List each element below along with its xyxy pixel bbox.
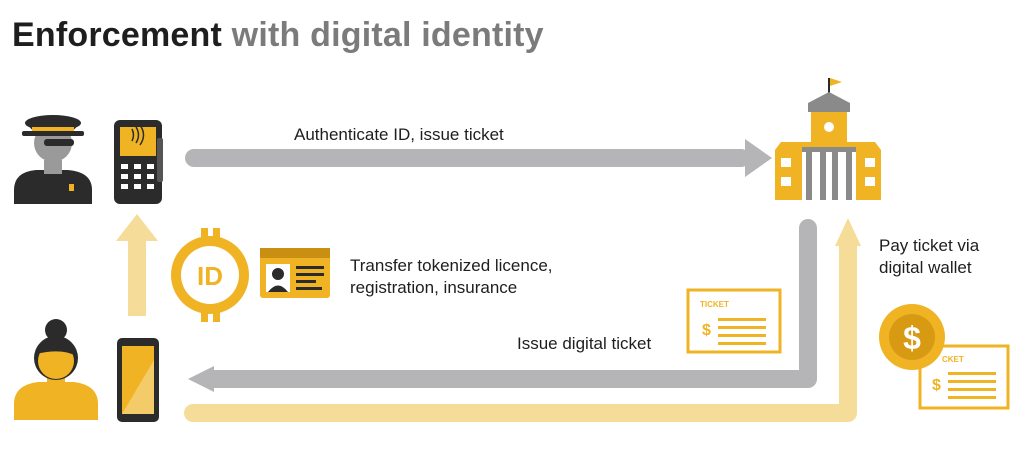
paid-ticket-currency: $ — [932, 377, 941, 394]
paid-ticket-word: CKET — [942, 355, 964, 364]
page-title: Enforcement with digital identity — [12, 16, 544, 55]
pay-ticket-arrow — [184, 218, 861, 422]
pay-ticket-label: Pay ticket via digital wallet — [879, 235, 979, 279]
issue-ticket-label: Issue digital ticket — [517, 334, 652, 353]
id-token-icon: ID — [171, 228, 249, 322]
issue-ticket-arrow — [188, 219, 817, 392]
dollar-coin-text: $ — [903, 320, 921, 356]
dollar-coin-icon: $ — [879, 304, 945, 370]
id-token-text: ID — [197, 261, 223, 291]
payment-terminal-icon — [114, 120, 163, 204]
ticket-word: TICKET — [700, 300, 729, 309]
officer-icon — [14, 115, 92, 204]
title-rest: with digital identity — [222, 16, 544, 54]
citizen-to-officer-arrow — [116, 214, 158, 316]
pay-ticket-label-line2: digital wallet — [879, 258, 972, 277]
transfer-label: Transfer tokenized licence, registration… — [350, 255, 553, 299]
citizen-icon — [14, 319, 98, 420]
licence-card-icon — [260, 248, 330, 298]
authenticate-arrow — [185, 139, 772, 177]
authenticate-label: Authenticate ID, issue ticket — [294, 125, 504, 144]
smartphone-icon — [117, 338, 159, 422]
ticket-currency: $ — [702, 322, 711, 339]
government-building-icon — [775, 78, 881, 200]
ticket-document-icon: TICKET $ — [686, 288, 782, 354]
title-bold: Enforcement — [12, 16, 223, 54]
transfer-label-line2: registration, insurance — [350, 278, 518, 297]
transfer-label-line1: Transfer tokenized licence, — [350, 256, 553, 275]
pay-ticket-label-line1: Pay ticket via — [879, 236, 980, 255]
